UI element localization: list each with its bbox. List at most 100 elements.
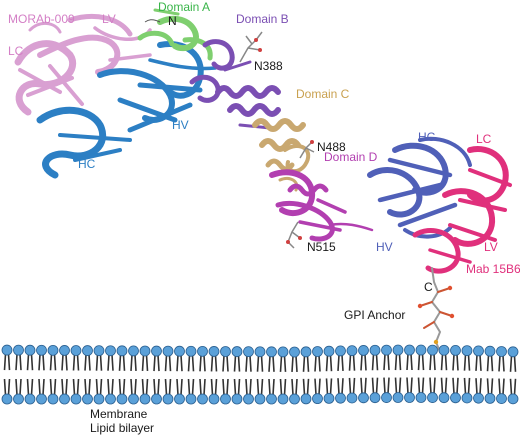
- lipid-tail-upper: [406, 353, 413, 371]
- lipid-head-lower: [473, 392, 484, 404]
- lipid-tail-lower: [360, 377, 367, 394]
- lipid-tail-upper: [164, 355, 172, 372]
- lipid-tail-lower: [509, 378, 517, 395]
- lipid-tail-lower: [95, 378, 103, 396]
- lipid-tail-upper: [15, 354, 22, 371]
- lipid-head-lower: [381, 392, 392, 403]
- lipid-tail-lower: [256, 378, 264, 396]
- lipid-head-lower: [266, 393, 277, 405]
- n-terminus-label: N: [168, 14, 177, 28]
- lipid-head-upper: [24, 344, 36, 356]
- lipid-head-upper: [277, 346, 289, 358]
- mab-15b6-label: Mab 15B6: [466, 262, 520, 276]
- lipid-head-lower: [93, 393, 105, 405]
- lipid-head-upper: [335, 345, 346, 357]
- lipid-head-lower: [162, 393, 174, 405]
- lipid-tail-upper: [348, 354, 356, 371]
- lipid-tail-upper: [383, 354, 390, 371]
- lipid-head-upper: [70, 345, 82, 356]
- lipid-head-upper: [162, 345, 174, 357]
- lipid-head-lower: [496, 393, 507, 405]
- lipid-head-lower: [461, 392, 473, 404]
- lipid-tail-lower: [164, 378, 172, 396]
- lipid-head-upper: [197, 345, 208, 357]
- morab-light-chain: [14, 14, 152, 116]
- lipid-tail-upper: [95, 354, 103, 371]
- lipid-head-upper: [185, 345, 197, 357]
- lipid-tail-upper: [302, 355, 310, 372]
- c-terminus-label: C: [424, 280, 433, 294]
- lipid-head-upper: [128, 345, 139, 357]
- lipid-head-lower: [427, 392, 438, 403]
- lipid-head-lower: [185, 393, 197, 405]
- lipid-head-upper: [473, 345, 484, 357]
- lipid-tail-lower: [176, 378, 183, 396]
- lipid-tail-upper: [107, 354, 114, 371]
- lipid-tail-upper: [452, 354, 459, 371]
- connector-lines: [144, 19, 161, 23]
- lipid-tail-upper: [3, 353, 11, 371]
- lipid-head-lower: [1, 393, 13, 405]
- lipid-tail-upper: [210, 355, 218, 372]
- lipid-head-upper: [289, 346, 300, 358]
- lipid-head-upper: [47, 344, 59, 356]
- lipid-head-upper: [438, 344, 450, 356]
- lipid-tail-upper: [222, 355, 229, 372]
- lipid-head-upper: [116, 345, 128, 357]
- gpi-anchor-label: GPI Anchor: [344, 308, 406, 322]
- lipid-head-upper: [358, 345, 369, 356]
- lipid-head-upper: [82, 345, 93, 356]
- lipid-tail-lower: [107, 378, 114, 396]
- lipid-head-lower: [392, 392, 404, 403]
- lipid-head-upper: [254, 346, 266, 358]
- lipid-tail-upper: [141, 354, 149, 372]
- lipid-head-upper: [300, 346, 312, 358]
- lipid-tail-upper: [394, 353, 402, 371]
- lipid-tail-upper: [245, 355, 252, 372]
- lipid-tail-lower: [452, 377, 459, 394]
- lipid-tail-upper: [509, 355, 517, 372]
- lipid-tail-lower: [187, 378, 195, 396]
- lipid-tail-lower: [314, 378, 321, 395]
- morab-hc-label: HC: [78, 157, 96, 171]
- lipid-tail-lower: [429, 377, 436, 394]
- lipid-tail-lower: [348, 377, 356, 395]
- mab-lc-label: LC: [476, 132, 492, 146]
- lipid-tail-lower: [130, 378, 137, 396]
- lipid-head-lower: [70, 393, 82, 405]
- domain-b-structure: [189, 39, 281, 130]
- lipid-head-lower: [277, 393, 289, 405]
- mab-light-chain: [412, 146, 512, 274]
- lipid-tail-lower: [440, 377, 448, 394]
- mab-hc-label: HC: [418, 130, 436, 144]
- lipid-head-lower: [174, 393, 185, 405]
- mab-heavy-chain: [367, 136, 472, 239]
- lipid-head-lower: [484, 392, 496, 404]
- domain-c-structure: [252, 118, 311, 192]
- domain-b-label: Domain B: [236, 12, 289, 26]
- lipid-tail-lower: [245, 378, 252, 396]
- lipid-head-upper: [404, 344, 415, 356]
- n515-label: N515: [307, 240, 336, 254]
- lipid-tail-lower: [38, 378, 45, 396]
- lipid-head-lower: [197, 393, 208, 405]
- mab-lv-label: LV: [484, 240, 498, 254]
- lipid-tail-lower: [337, 378, 344, 395]
- lipid-head-lower: [323, 392, 335, 404]
- lipid-head-lower: [289, 393, 300, 405]
- lipid-tail-upper: [360, 354, 367, 371]
- lipid-head-lower: [346, 392, 358, 404]
- lipid-head-lower: [507, 393, 519, 405]
- glycan-n488: [299, 140, 315, 159]
- lipid-tail-lower: [15, 378, 22, 396]
- lipid-head-upper: [392, 344, 404, 356]
- lipid-tail-upper: [417, 353, 425, 371]
- n388-label: N388: [254, 59, 283, 73]
- lipid-head-lower: [139, 393, 151, 405]
- lipid-head-upper: [105, 345, 116, 357]
- lipid-head-upper: [93, 345, 105, 357]
- lipid-tail-upper: [475, 354, 482, 371]
- lipid-tail-lower: [417, 377, 425, 394]
- lipid-head-upper: [346, 345, 358, 357]
